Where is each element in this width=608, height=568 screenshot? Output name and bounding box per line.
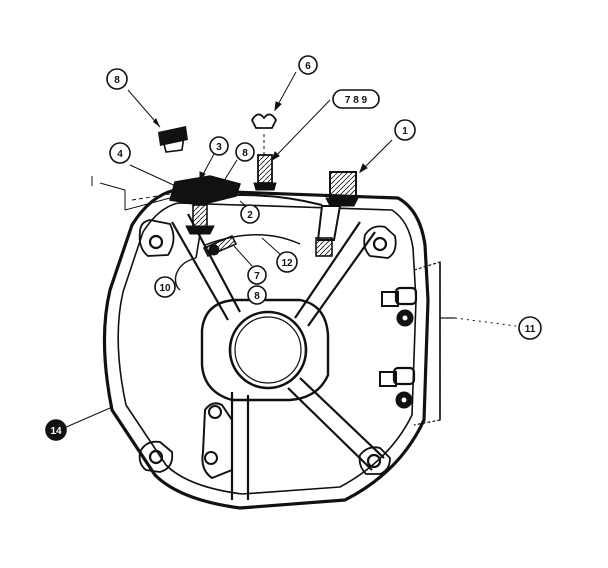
callout-6: 6 — [298, 55, 318, 75]
boss-hole-a — [208, 405, 222, 419]
callout-8-lower: 8 — [247, 285, 267, 305]
leader-2 — [239, 200, 247, 207]
terminal-stud-base-lower — [379, 371, 397, 387]
mount-hole-lower-right — [366, 453, 382, 469]
lead-wire-10 — [174, 257, 197, 291]
hub-bore-inner — [234, 316, 302, 384]
callout-3: 3 — [209, 136, 229, 156]
callout-7-lower: 7 — [247, 265, 267, 285]
leader-11 — [454, 317, 517, 327]
lobe-upper-left — [138, 219, 175, 257]
housing-outer-outline — [102, 188, 430, 510]
svg-text:3: 3 — [216, 142, 222, 153]
svg-text:8: 8 — [114, 75, 120, 86]
hub-body — [200, 298, 330, 402]
terminal-board — [379, 261, 455, 426]
svg-text:8: 8 — [254, 291, 260, 302]
boss-hole-b — [204, 451, 218, 465]
housing-inner-outline — [117, 202, 417, 495]
svg-text:10: 10 — [159, 283, 171, 294]
callout-11: 11 — [518, 316, 542, 340]
callout-2: 2 — [240, 204, 260, 224]
part-6-wing-nut — [250, 71, 297, 155]
lobe-lower-left — [138, 440, 174, 473]
lobe-upper-right — [363, 225, 397, 259]
callout-10: 10 — [154, 276, 176, 298]
svg-text:8: 8 — [242, 148, 248, 159]
terminal-stud-lower — [392, 366, 416, 386]
hub-bore-outer — [228, 310, 308, 390]
svg-text:7 8 9: 7 8 9 — [345, 95, 368, 106]
end-bell-housing — [102, 188, 430, 510]
callout-4: 4 — [109, 142, 131, 164]
svg-text:14: 14 — [50, 426, 62, 437]
part-1-fitting — [315, 139, 393, 257]
mount-hole-lower-left — [148, 449, 164, 465]
leader-12 — [261, 237, 283, 257]
mount-hole-upper-left — [148, 234, 164, 250]
terminal-stud-base-upper — [381, 291, 399, 307]
callout-12: 12 — [276, 251, 298, 273]
svg-text:1: 1 — [402, 126, 408, 137]
leader-14 — [63, 407, 111, 429]
mount-hole-upper-right — [372, 236, 388, 252]
fitting-body — [316, 205, 342, 241]
svg-text:6: 6 — [305, 61, 311, 72]
callout-8-cluster: 8 — [235, 142, 255, 162]
svg-text:7: 7 — [254, 271, 260, 282]
lobe-lower-right — [358, 446, 391, 475]
part-8-cap — [127, 89, 188, 153]
svg-text:12: 12 — [281, 258, 293, 269]
svg-text:2: 2 — [247, 210, 253, 221]
lower-boss-strip — [201, 402, 233, 479]
callout-789: 7 8 9 — [332, 89, 380, 109]
part-34-mount-cluster — [91, 153, 241, 259]
part-789-stud — [253, 99, 331, 191]
part-7-bolt — [202, 234, 253, 267]
svg-text:11: 11 — [525, 324, 536, 335]
rib-lower-left — [230, 392, 250, 500]
svg-text:4: 4 — [117, 149, 123, 160]
brush-arc-inner — [204, 234, 301, 246]
callout-8-top: 8 — [106, 68, 128, 90]
callout-14: 14 — [45, 419, 67, 441]
callout-1: 1 — [394, 119, 416, 141]
terminal-stud-upper — [394, 286, 418, 306]
